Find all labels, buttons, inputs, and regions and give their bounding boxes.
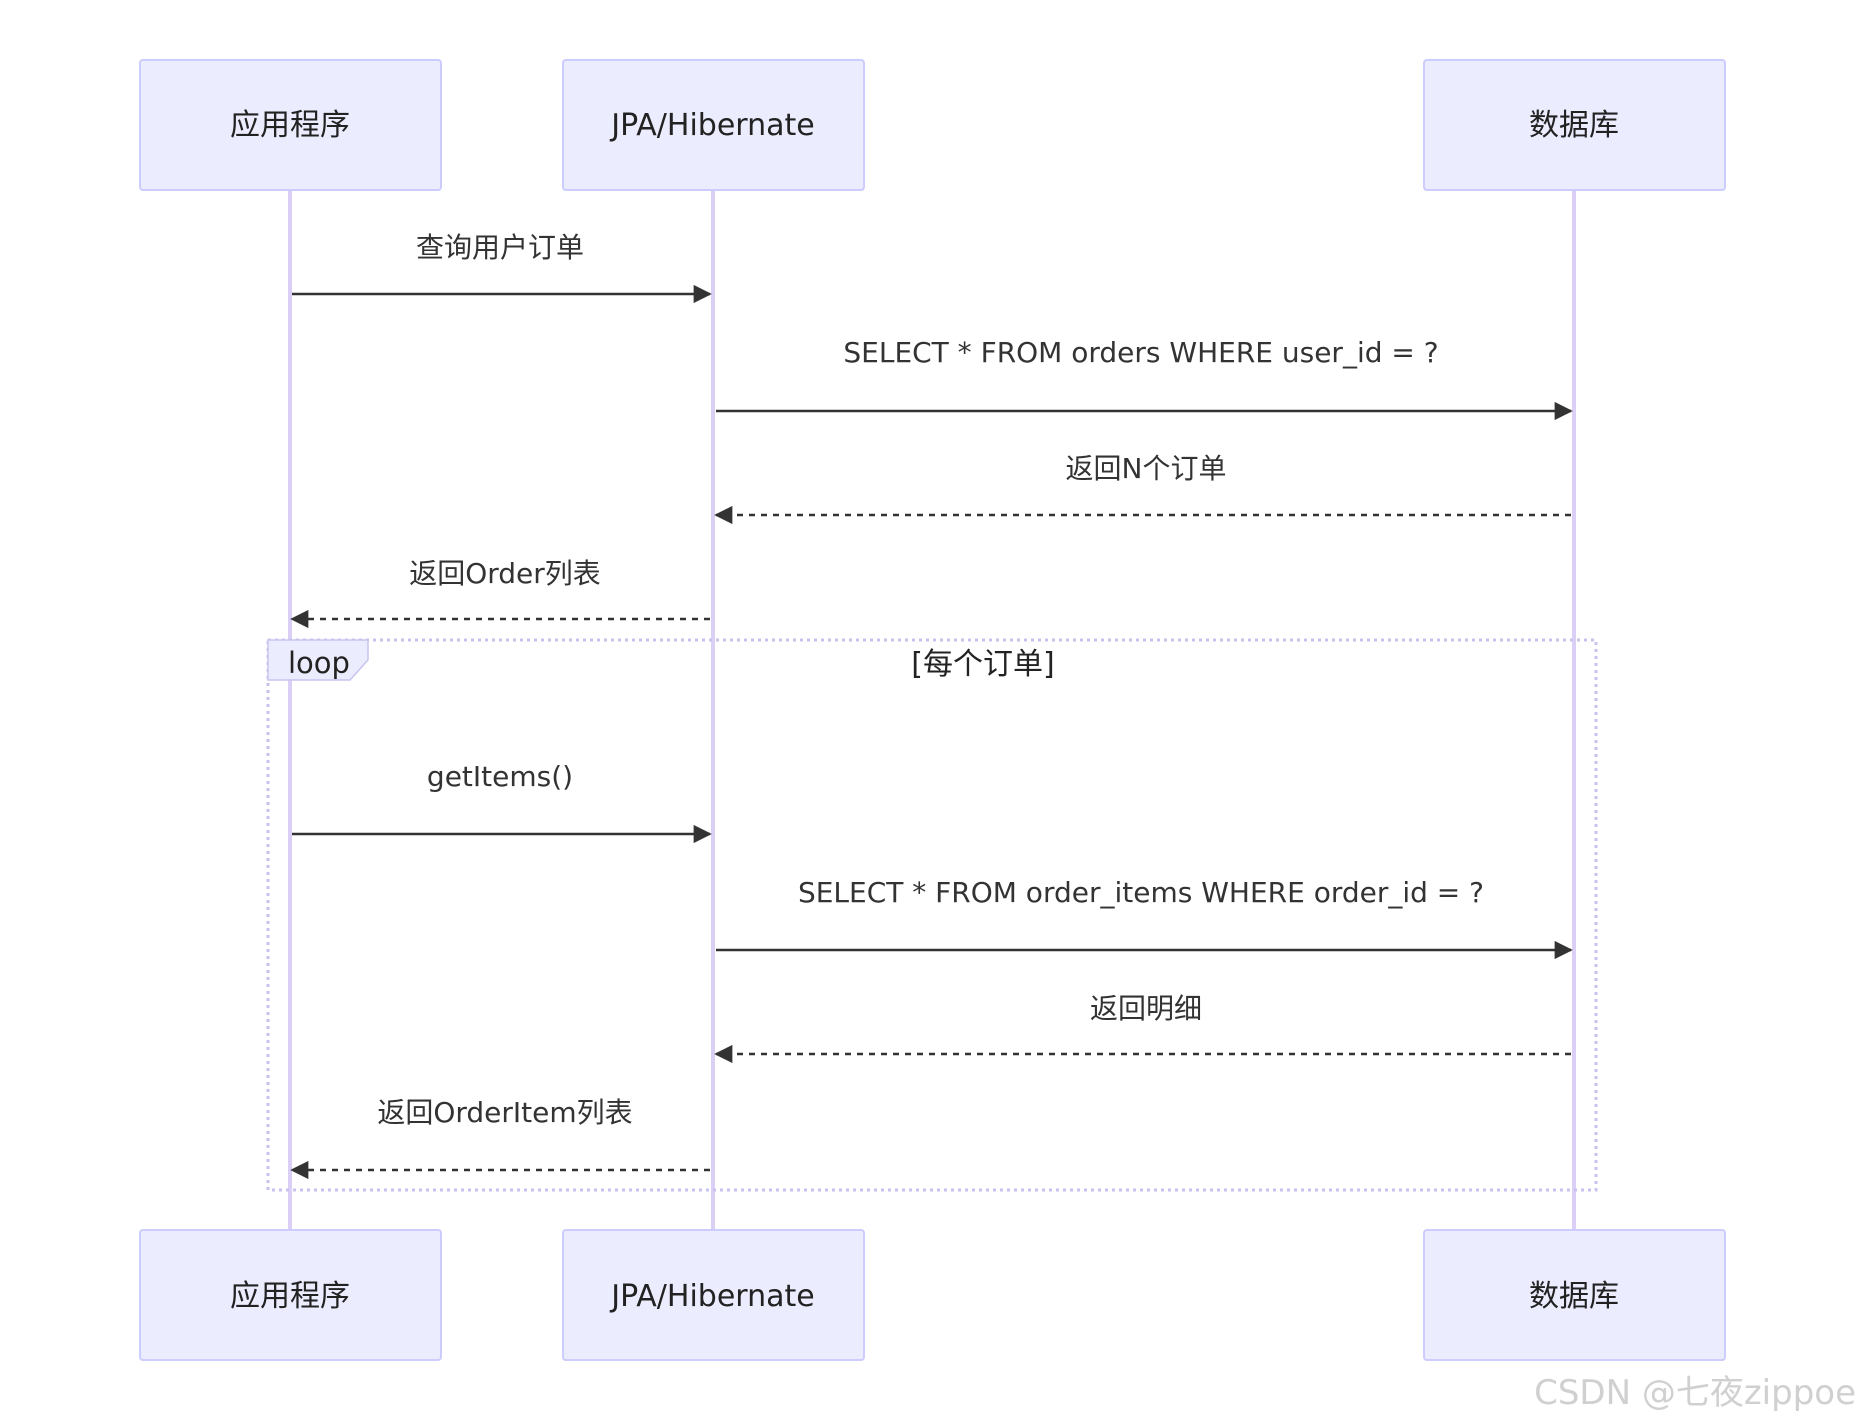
actor-label: 应用程序 bbox=[230, 108, 350, 143]
message-4: 返回Order列表 bbox=[290, 557, 710, 629]
actor-label: JPA/Hibernate bbox=[609, 1279, 814, 1314]
actor-jpa-bottom: JPA/Hibernate bbox=[562, 1229, 865, 1361]
actor-label: JPA/Hibernate bbox=[609, 108, 814, 143]
actor-jpa-top: JPA/Hibernate bbox=[562, 59, 865, 191]
loop-tab bbox=[267, 639, 369, 681]
message-label: getItems() bbox=[427, 760, 573, 793]
message-label: SELECT * FROM orders WHERE user_id = ? bbox=[843, 336, 1438, 369]
message-7: 返回明细 bbox=[714, 992, 1571, 1064]
actor-label: 应用程序 bbox=[230, 1279, 350, 1314]
message-1: 查询用户订单 bbox=[292, 231, 712, 304]
message-label: 返回明细 bbox=[1090, 992, 1202, 1025]
message-label: 返回N个订单 bbox=[1066, 452, 1227, 485]
loop-frame: loop [每个订单] bbox=[266, 638, 1598, 1192]
message-label: 返回Order列表 bbox=[409, 557, 601, 590]
message-label: 返回OrderItem列表 bbox=[377, 1096, 632, 1129]
actor-app-top: 应用程序 bbox=[139, 59, 442, 191]
message-label: 查询用户订单 bbox=[416, 231, 584, 264]
message-6: SELECT * FROM order_items WHERE order_id… bbox=[716, 876, 1573, 960]
message-5: getItems() bbox=[292, 760, 712, 844]
actor-db-top: 数据库 bbox=[1423, 59, 1726, 191]
actor-label: 数据库 bbox=[1529, 1279, 1619, 1314]
actor-label: 数据库 bbox=[1529, 108, 1619, 143]
watermark: CSDN @七夜zippoe bbox=[1534, 1373, 1856, 1413]
message-3: 返回N个订单 bbox=[714, 452, 1571, 525]
loop-condition: [每个订单] bbox=[911, 647, 1054, 682]
loop-label: loop bbox=[288, 646, 350, 680]
message-2: SELECT * FROM orders WHERE user_id = ? bbox=[716, 336, 1573, 421]
message-8: 返回OrderItem列表 bbox=[290, 1096, 710, 1180]
actor-db-bottom: 数据库 bbox=[1423, 1229, 1726, 1361]
actor-app-bottom: 应用程序 bbox=[139, 1229, 442, 1361]
message-label: SELECT * FROM order_items WHERE order_id… bbox=[798, 876, 1484, 909]
